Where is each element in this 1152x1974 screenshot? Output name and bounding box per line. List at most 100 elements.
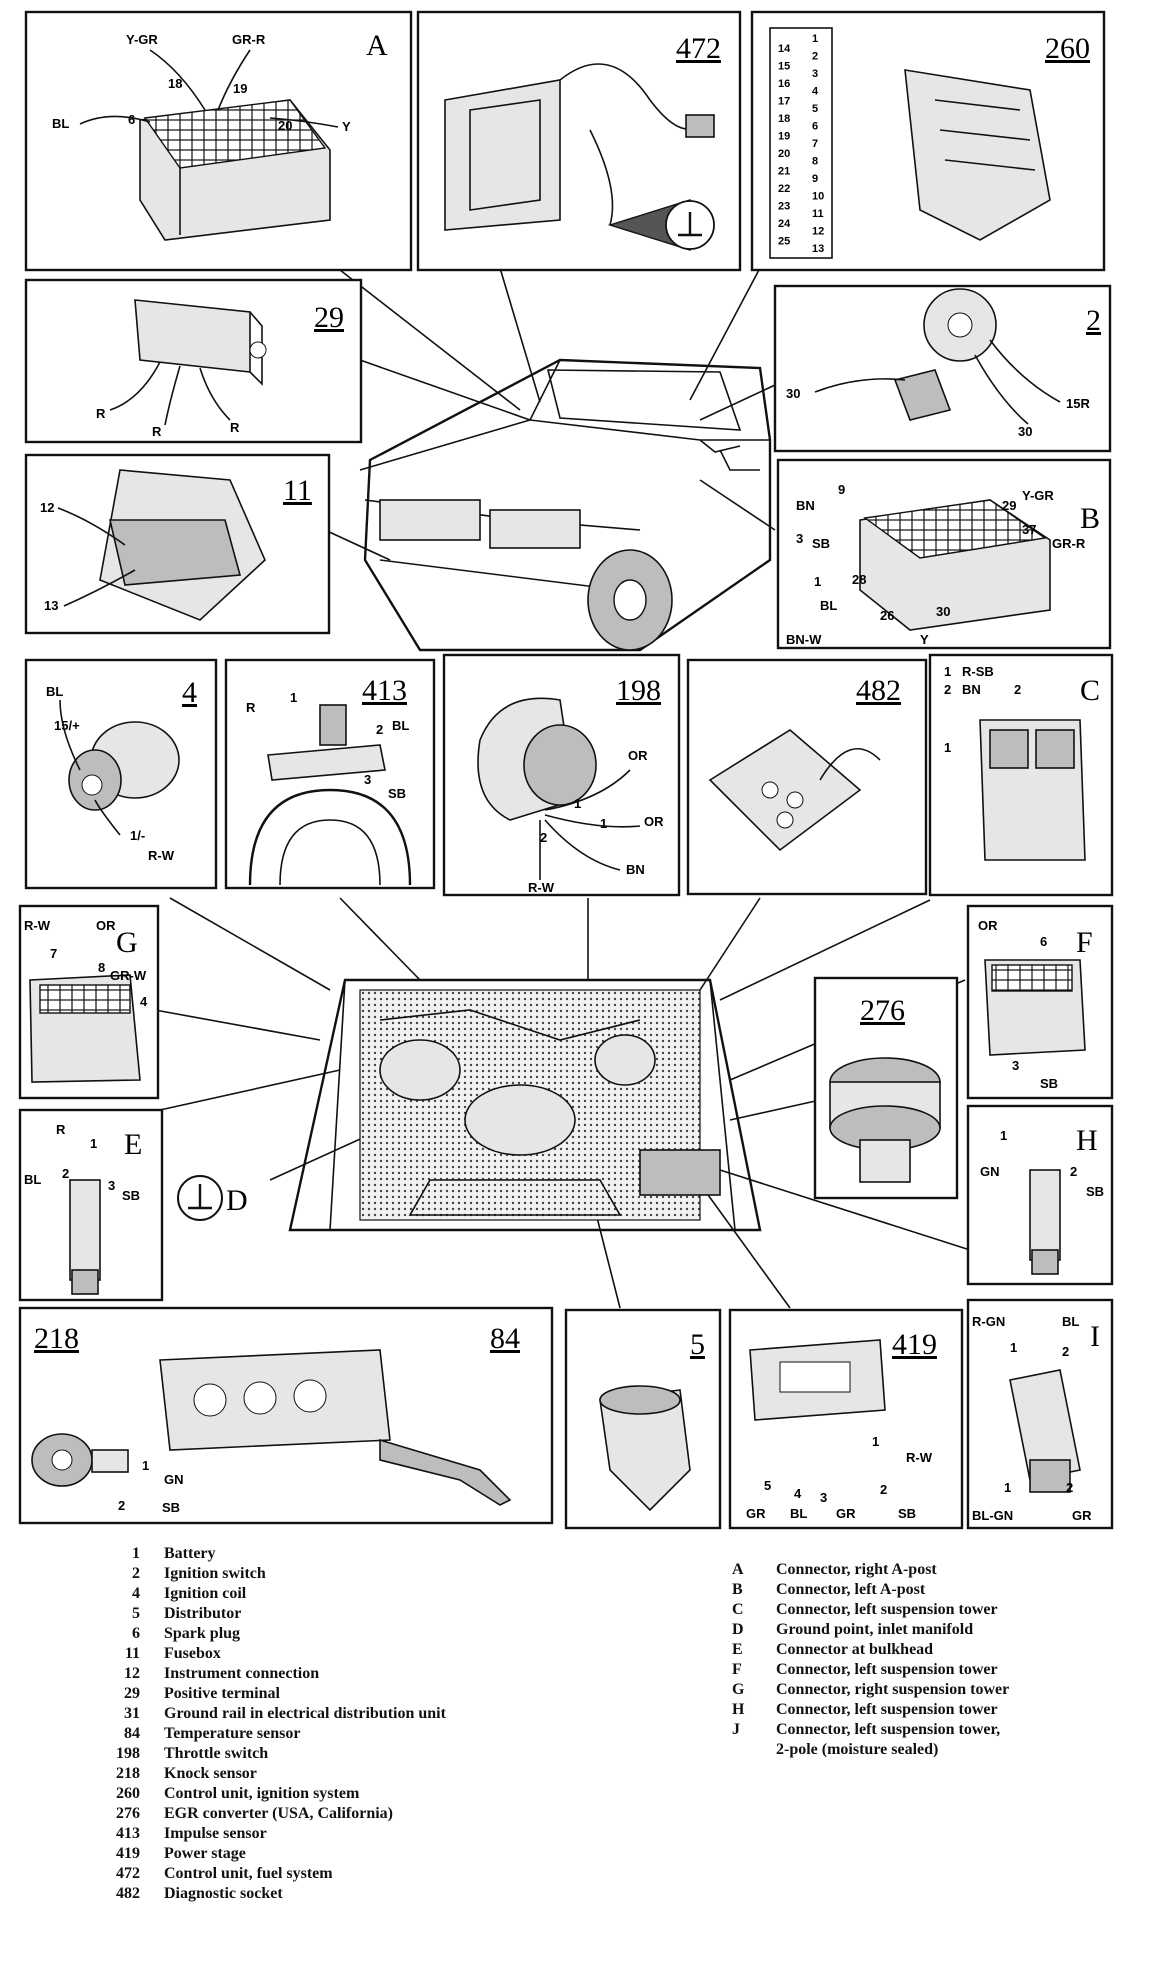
panel-g: G R-W OR GR-W 7 8 4 <box>18 904 160 1100</box>
svg-text:2: 2 <box>1086 304 1101 337</box>
svg-text:OR: OR <box>628 748 648 763</box>
svg-text:37: 37 <box>1022 522 1036 537</box>
svg-text:BN: BN <box>626 862 645 877</box>
svg-text:Y: Y <box>342 119 351 134</box>
svg-text:15R: 15R <box>1066 396 1090 411</box>
legend-code: 218 <box>116 1765 140 1782</box>
svg-text:29: 29 <box>1002 498 1016 513</box>
panel-419: 419 R-W GR BL GR SB 1 5 4 3 2 <box>728 1308 964 1530</box>
svg-text:SB: SB <box>122 1188 140 1203</box>
svg-text:3: 3 <box>108 1178 115 1193</box>
pin-number: 5 <box>812 103 818 115</box>
svg-text:1/-: 1/- <box>130 828 145 843</box>
svg-text:1: 1 <box>290 690 297 705</box>
svg-text:R: R <box>152 424 162 439</box>
svg-text:OR: OR <box>644 814 664 829</box>
pin-number: 1 <box>812 33 818 45</box>
svg-text:BL: BL <box>46 684 63 699</box>
svg-text:GR: GR <box>746 1506 766 1521</box>
legend-code: 6 <box>132 1625 140 1642</box>
pin-number: 23 <box>778 201 790 213</box>
legend-label: Ground rail in electrical distribution u… <box>164 1705 446 1722</box>
svg-text:3: 3 <box>364 772 371 787</box>
panel-11: 11 12 13 <box>24 453 331 635</box>
legend-code: 198 <box>116 1745 140 1762</box>
legend-label: Ignition switch <box>164 1565 266 1582</box>
legend-label: Connector, left suspension tower <box>776 1661 998 1678</box>
svg-text:R-W: R-W <box>24 918 51 933</box>
svg-text:2: 2 <box>1070 1164 1077 1179</box>
svg-text:GN: GN <box>980 1164 1000 1179</box>
pin-number: 7 <box>812 138 818 150</box>
svg-text:198: 198 <box>616 674 661 707</box>
legend-label: Connector, left suspension tower <box>776 1701 998 1718</box>
pin-number: 22 <box>778 183 790 195</box>
svg-text:BL-GN: BL-GN <box>972 1508 1013 1523</box>
legend-code: C <box>732 1601 744 1618</box>
panel-a: A Y-GR GR-R BL Y 18 19 6 20 <box>24 10 413 272</box>
pin-number: 12 <box>812 226 824 238</box>
legend-label: Positive terminal <box>164 1685 280 1702</box>
pin-number: 20 <box>778 148 790 160</box>
svg-text:B: B <box>1080 502 1100 535</box>
pin-number: 15 <box>778 61 790 73</box>
legend-label: Connector, right A-post <box>776 1561 937 1578</box>
svg-text:419: 419 <box>892 1328 937 1361</box>
svg-text:2: 2 <box>376 722 383 737</box>
legend-code: 4 <box>132 1585 140 1602</box>
legend-code: 5 <box>132 1605 140 1622</box>
panel-260: 260 123456789101112131415161718192021222… <box>750 10 1106 272</box>
svg-text:2: 2 <box>118 1498 125 1513</box>
svg-text:R: R <box>230 420 240 435</box>
svg-text:2: 2 <box>880 1482 887 1497</box>
svg-text:2: 2 <box>62 1166 69 1181</box>
panel-tag: A <box>366 29 388 62</box>
svg-text:6: 6 <box>1040 934 1047 949</box>
panel-4: 4 BL R-W 15/+ 1/- <box>24 658 218 890</box>
svg-text:4: 4 <box>794 1486 802 1501</box>
svg-text:R-W: R-W <box>906 1450 933 1465</box>
svg-text:472: 472 <box>676 32 721 65</box>
svg-text:R: R <box>56 1122 66 1137</box>
svg-text:BL: BL <box>790 1506 807 1521</box>
svg-text:F: F <box>1076 926 1093 959</box>
legend-code: 84 <box>124 1725 140 1742</box>
svg-text:9: 9 <box>838 482 845 497</box>
legend-code: E <box>732 1641 743 1658</box>
panel-i: I R-GN BL BL-GN GR 1 2 1 2 <box>966 1298 1114 1530</box>
panel-276: 276 <box>813 976 959 1200</box>
svg-text:7: 7 <box>50 946 57 961</box>
svg-text:R-GN: R-GN <box>972 1314 1005 1329</box>
svg-text:BL: BL <box>52 116 69 131</box>
legend-code: 482 <box>116 1885 140 1902</box>
svg-text:1: 1 <box>944 740 951 755</box>
svg-text:G: G <box>116 926 138 959</box>
panel-413: 413 R BL SB 1 2 3 <box>224 658 436 890</box>
svg-text:29: 29 <box>314 301 344 334</box>
svg-text:SB: SB <box>898 1506 916 1521</box>
legend-label: Battery <box>164 1545 216 1562</box>
svg-text:11: 11 <box>283 474 312 507</box>
pin-number: 11 <box>812 208 824 220</box>
svg-text:482: 482 <box>856 674 901 707</box>
svg-text:260: 260 <box>1045 32 1090 65</box>
legend-code: 11 <box>124 1645 140 1662</box>
legend-code: 413 <box>116 1825 140 1842</box>
legend-label: Connector at bulkhead <box>776 1641 934 1658</box>
legend-row: E Connector at bulkhead <box>732 1640 1132 1660</box>
svg-text:GR: GR <box>836 1506 856 1521</box>
legend-code: 12 <box>124 1665 140 1682</box>
